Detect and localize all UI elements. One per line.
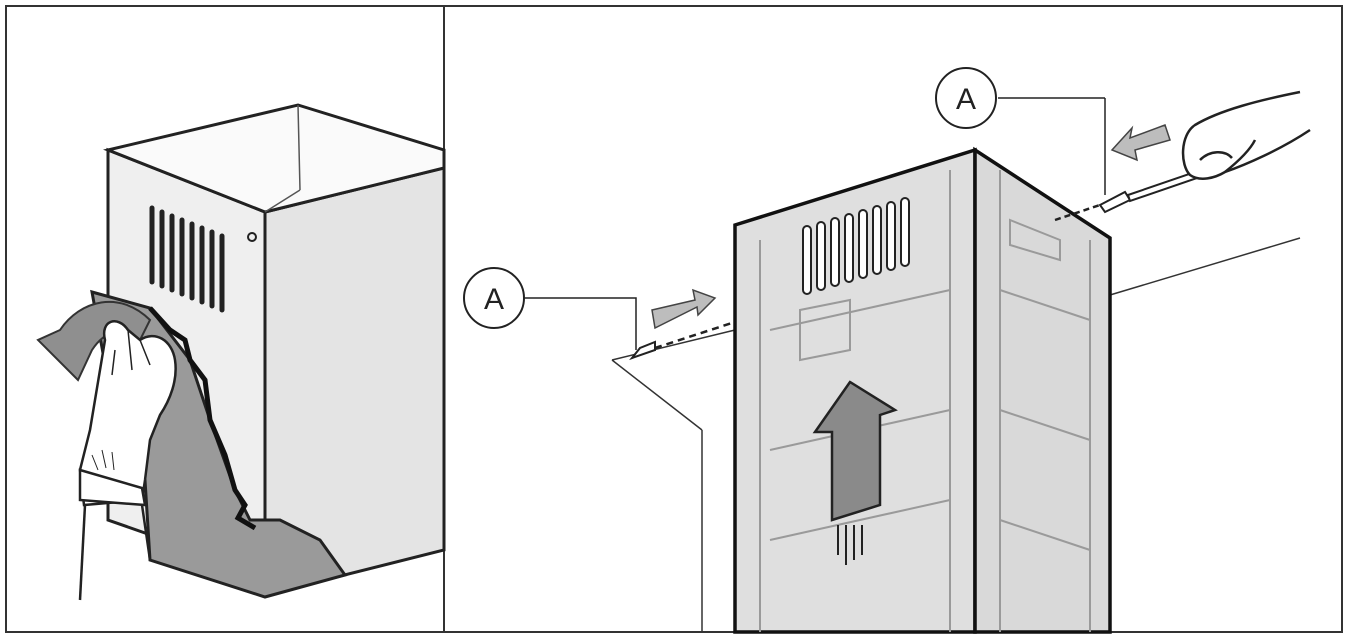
box-inner-edges bbox=[264, 104, 301, 213]
hand-left bbox=[78, 320, 177, 601]
callout-right-label: A bbox=[956, 83, 976, 116]
callout-right: A bbox=[935, 67, 997, 129]
screw-hole bbox=[247, 232, 257, 242]
box-top-opening bbox=[103, 103, 446, 214]
callout-left-label: A bbox=[484, 283, 504, 316]
hand-right bbox=[1181, 90, 1311, 180]
vent-slots-left bbox=[149, 205, 225, 313]
left-screw bbox=[629, 320, 736, 361]
motion-lines bbox=[837, 525, 863, 565]
right-screw bbox=[1054, 190, 1132, 222]
leader-line-left bbox=[524, 297, 637, 350]
chimney-right-face bbox=[973, 146, 1112, 634]
push-arrow-left-icon bbox=[651, 288, 717, 330]
film-torn-edge bbox=[148, 306, 257, 531]
lift-up-arrow-icon bbox=[812, 380, 898, 522]
outer-frame bbox=[5, 5, 1343, 633]
cabinet-top-lines bbox=[611, 237, 1301, 632]
callout-left: A bbox=[463, 267, 525, 329]
left-panel bbox=[36, 103, 446, 601]
right-panel: A A bbox=[463, 67, 1311, 634]
push-arrow-right-icon bbox=[1110, 124, 1171, 162]
vent-slots-right bbox=[802, 197, 910, 295]
